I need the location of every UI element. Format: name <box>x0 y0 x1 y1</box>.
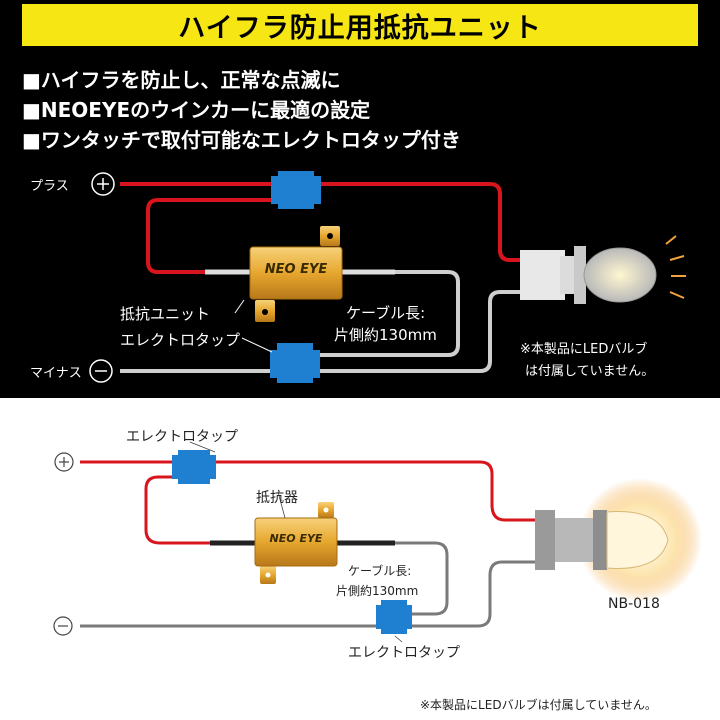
bottom-note: ※本製品にLEDバルブは付属していません。 <box>420 698 657 712</box>
bottom-cable-length-value: 片側約130mm <box>336 584 419 598</box>
tap-leader-line <box>241 337 273 353</box>
bottom-tap-label-top: エレクトロタップ <box>126 429 238 445</box>
bottom-electro-tap-upper <box>172 450 216 484</box>
bottom-grey-main-wire <box>80 560 540 628</box>
bottom-tap-label-bottom: エレクトロタップ <box>348 645 460 661</box>
feature-3: ■ワンタッチで取付可能なエレクトロタップ付き <box>22 128 461 152</box>
top-electro-tap-upper <box>271 171 321 209</box>
cable-length-label: ケーブル長: <box>346 304 426 322</box>
bottom-minus-terminal-icon <box>53 616 73 636</box>
cable-length-value: 片側約130mm <box>334 326 437 344</box>
plus-label: プラス <box>30 179 69 194</box>
resistor-label: 抵抗ユニット <box>120 305 211 323</box>
feature-1: ■ハイフラを防止し、正常な点滅に <box>22 68 341 92</box>
top-grey-main-wire <box>120 290 525 373</box>
bottom-electro-tap-lower <box>376 600 412 634</box>
bottom-cable-length-label: ケーブル長: <box>348 564 412 578</box>
bottom-resistor-brand: NEO EYE <box>269 532 323 545</box>
title-banner: ハイフラ防止用抵抗ユニット <box>22 4 698 46</box>
top-electro-tap-lower <box>270 343 320 383</box>
top-grey-branch-wire <box>310 270 460 357</box>
top-panel <box>0 0 720 398</box>
feature-2: ■NEOEYEのウインカーに最適の設定 <box>22 98 371 122</box>
top-wiring-diagram <box>89 171 686 383</box>
tap-label: エレクトロタップ <box>120 331 241 349</box>
resistor-leader-line <box>234 299 245 314</box>
top-resistor-unit <box>249 226 343 322</box>
top-led-bulb-icon <box>520 235 686 304</box>
bulb-model-label: NB-018 <box>608 596 660 612</box>
plus-terminal-icon <box>91 172 115 196</box>
minus-label: マイナス <box>30 366 82 381</box>
minus-terminal-icon <box>89 359 113 383</box>
top-note-line-1: ※本製品にLEDバルブ <box>520 342 648 357</box>
bottom-led-bulb-icon <box>535 478 702 602</box>
bottom-red-main-wire <box>80 460 540 522</box>
top-note-line-2: は付属していません。 <box>525 364 655 379</box>
page-title: ハイフラ防止用抵抗ユニット <box>178 12 542 44</box>
bottom-plus-terminal-icon <box>54 452 74 472</box>
top-resistor-brand: NEO EYE <box>264 262 328 277</box>
top-red-main-wire <box>120 182 525 262</box>
bottom-resistor-label: 抵抗器 <box>256 490 298 506</box>
top-red-branch-wire <box>146 198 290 274</box>
bottom-red-branch-wire <box>144 475 210 545</box>
